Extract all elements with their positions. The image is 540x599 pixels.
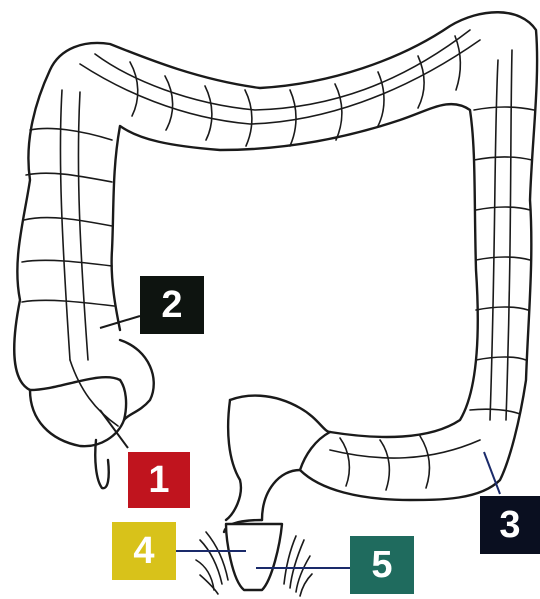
label-text-5: 5	[371, 544, 392, 586]
number-label-4: 4	[112, 522, 176, 580]
number-label-3: 3	[480, 496, 540, 554]
number-label-2: 2	[140, 276, 204, 334]
label-text-2: 2	[161, 284, 182, 326]
number-label-5: 5	[350, 536, 414, 594]
label-text-1: 1	[148, 459, 169, 501]
rectum-anus	[196, 396, 330, 596]
label-text-3: 3	[499, 504, 520, 546]
label-text-4: 4	[133, 530, 154, 572]
number-label-1: 1	[128, 452, 190, 508]
colon-outline	[14, 12, 537, 500]
